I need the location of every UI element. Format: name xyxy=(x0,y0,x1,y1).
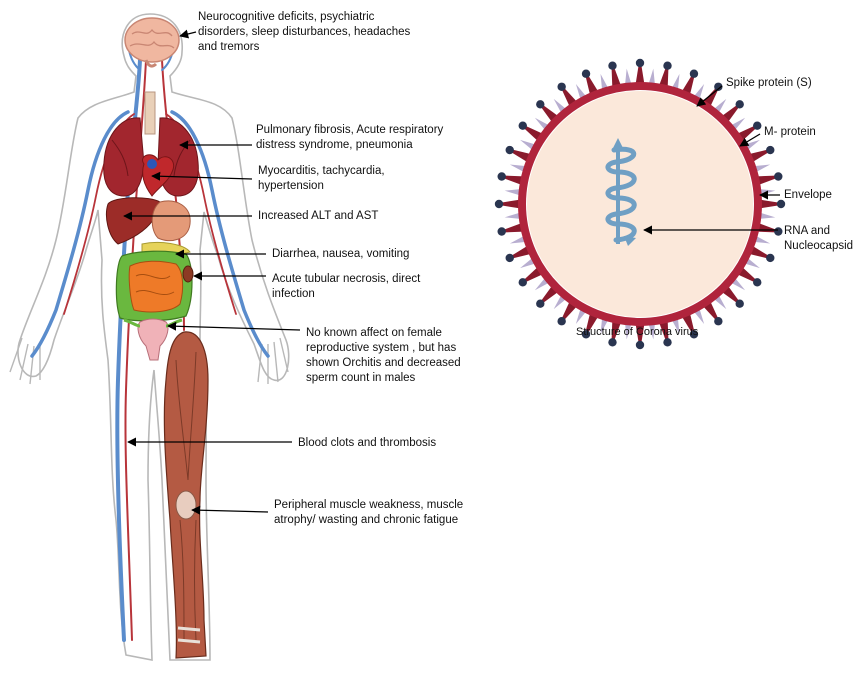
spike-protein xyxy=(506,146,514,154)
label-brain: Neurocognitive deficits, psychiatric dis… xyxy=(198,10,410,55)
spike-protein xyxy=(557,83,565,91)
label-rna-nucleocapsid: RNA and Nucleocapsid xyxy=(784,224,853,254)
spike-protein xyxy=(506,254,514,262)
spike-protein xyxy=(774,227,782,235)
label-reproductive: No known affect on female reproductive s… xyxy=(306,326,461,386)
spike-protein xyxy=(663,62,671,70)
virus-caption: Structure of Corona virus xyxy=(576,326,698,338)
human-body-illustration xyxy=(10,14,289,660)
spike-protein xyxy=(519,278,527,286)
spike-protein xyxy=(608,62,616,70)
spike-protein xyxy=(753,278,761,286)
spike-protein xyxy=(774,172,782,180)
label-envelope: Envelope xyxy=(784,188,832,203)
spike-protein xyxy=(766,146,774,154)
spike-protein xyxy=(557,317,565,325)
label-gi: Diarrhea, nausea, vomiting xyxy=(272,247,409,262)
spike-protein xyxy=(498,227,506,235)
label-blood: Blood clots and thrombosis xyxy=(298,436,436,451)
kidney xyxy=(183,266,193,282)
label-liver: Increased ALT and AST xyxy=(258,209,378,224)
spike-protein xyxy=(536,300,544,308)
spike-protein xyxy=(753,121,761,129)
trachea xyxy=(145,92,155,134)
spike-protein xyxy=(498,172,506,180)
spike-protein xyxy=(608,338,616,346)
arrow-brain xyxy=(180,32,196,36)
spike-protein xyxy=(636,341,644,349)
stomach xyxy=(152,201,190,241)
label-heart: Myocarditis, tachycardia, hypertension xyxy=(258,164,385,194)
corona-virus-structure xyxy=(495,59,785,349)
small-intestine xyxy=(129,261,182,312)
label-spike-protein: Spike protein (S) xyxy=(726,76,812,91)
label-kidney: Acute tubular necrosis, direct infection xyxy=(272,272,420,302)
spike-protein xyxy=(766,254,774,262)
spike-protein xyxy=(582,70,590,78)
spike-protein xyxy=(736,300,744,308)
virus-core xyxy=(527,91,753,317)
spike-protein xyxy=(714,317,722,325)
spike-protein xyxy=(690,70,698,78)
label-muscle: Peripheral muscle weakness, muscle atrop… xyxy=(274,498,463,528)
spike-protein xyxy=(736,100,744,108)
spike-protein xyxy=(536,100,544,108)
spike-protein xyxy=(519,121,527,129)
spike-protein xyxy=(636,59,644,67)
spike-protein xyxy=(495,200,503,208)
label-m-protein: M- protein xyxy=(764,125,816,140)
label-lungs: Pulmonary fibrosis, Acute respiratory di… xyxy=(256,123,443,153)
spike-protein xyxy=(663,338,671,346)
